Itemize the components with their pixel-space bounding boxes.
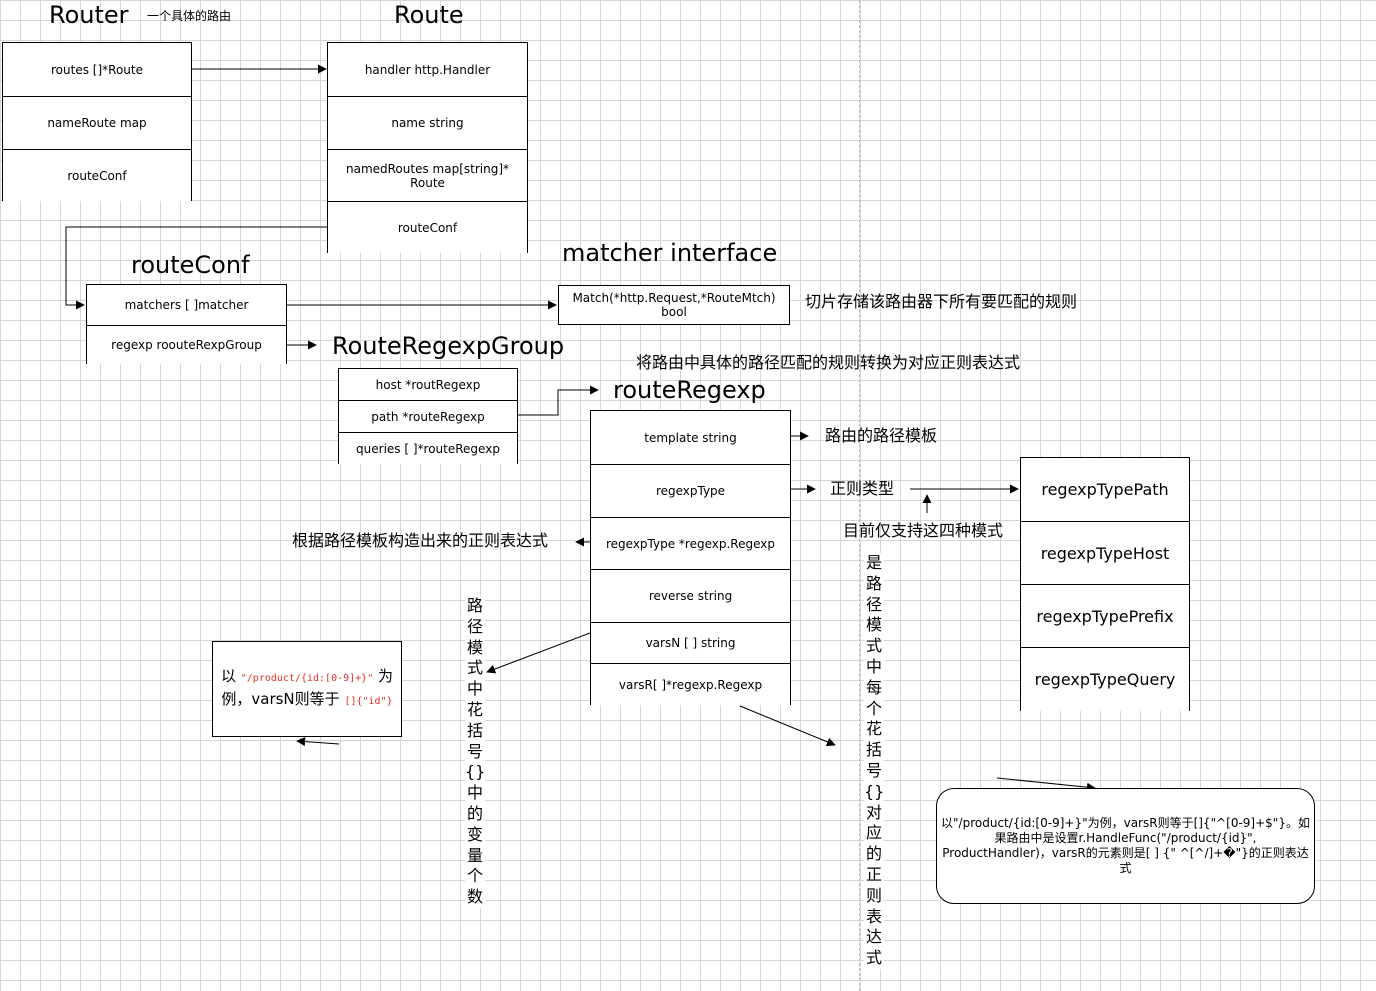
varsR-vertical-note: 是路径模式中每个花括号{}对应的正则表达式 [864,553,885,969]
four-modes-note: 目前仅支持这四种模式 [843,521,1004,540]
varsN-example-middle: 为例，varsN则等于 [221,667,394,708]
arrow-varsR [739,705,836,747]
regexptype-note: 正则类型 [830,479,895,498]
routeconf-field-matchers: matchers [ ]matcher [87,285,286,325]
group-field-path: path *routeRegexp [339,400,517,432]
group-field-host: host *routRegexp [339,369,517,400]
route-field-name: name string [328,96,527,149]
regexp-built-note: 根据路径模板构造出来的正则表达式 [292,531,549,550]
route-field-namedroutes: namedRoutes map[string]* Route [328,149,527,201]
arrow-varsR-example [996,777,1096,792]
routeregexp-field-regexptype: regexpType [591,464,790,517]
vertical-guide-line [859,0,860,991]
router-subtitle: 一个具体的路由 [147,9,232,23]
regexp-type-prefix: regexpTypePrefix [1021,584,1189,647]
varsN-example-code-path: "/product/{id:[0-9]+}" [240,673,374,684]
routeconf-table: matchers [ ]matcher regexp roouteRexpGro… [86,284,287,364]
matcher-note: 切片存储该路由器下所有要匹配的规则 [805,292,1078,311]
varsN-example-box: 以 "/product/{id:[0-9]+}" 为例，varsN则等于 []{… [212,641,402,737]
group-table: host *routRegexp path *routeRegexp queri… [338,368,518,464]
routeregexp-table: template string regexpType regexpType *r… [590,410,791,705]
template-note: 路由的路径模板 [825,426,938,445]
regexp-type-host: regexpTypeHost [1021,521,1189,584]
routeregexp-field-template: template string [591,411,790,464]
routeconf-field-regexp: regexp roouteRexpGroup [87,325,286,364]
varsR-example-text: 以"/product/{id:[0-9]+}"为例，varsR则等于[]{"^[… [941,816,1310,875]
router-field-routes: routes []*Route [3,43,191,96]
varsN-example-prefix: 以 [220,667,236,685]
group-title: RouteRegexpGroup [332,332,565,360]
varsR-example-box: 以"/product/{id:[0-9]+}"为例，varsR则等于[]{"^[… [936,788,1315,904]
arrow-varsN-example [296,737,340,747]
routeregexp-title: routeRegexp [613,376,766,404]
routeconf-title: routeConf [131,251,250,279]
router-table: routes []*Route nameRoute map routeConf [2,42,192,201]
route-field-routeconf: routeConf [328,201,527,253]
routeregexp-field-varsr: varsR[ ]*regexp.Regexp [591,663,790,705]
arrow-path-to-routeregexp [517,385,599,416]
varsN-vertical-note: 路径模式中花括号{}中的变量个数 [465,596,486,908]
routeregexp-field-varsn: varsN [ ] string [591,622,790,663]
arrow-varsN [486,632,591,674]
router-field-nameroute: nameRoute map [3,96,191,149]
regexp-types-table: regexpTypePath regexpTypeHost regexpType… [1020,457,1190,711]
regexp-type-path: regexpTypePath [1021,458,1189,521]
route-field-handler: handler http.Handler [328,43,527,96]
routeregexp-field-reverse: reverse string [591,569,790,622]
group-field-queries: queries [ ]*routeRegexp [339,432,517,464]
matcher-method: Match(*http.Request,*RouteMtch) bool [559,286,789,324]
route-table: handler http.Handler name string namedRo… [327,42,528,253]
varsN-example-code-value: []{"id"} [344,696,393,707]
varsN-example-text: 以 "/product/{id:[0-9]+}" 为例，varsN则等于 []{… [217,666,397,712]
routeregexp-field-regexp: regexpType *regexp.Regexp [591,517,790,569]
route-title: Route [394,1,464,29]
matcher-table: Match(*http.Request,*RouteMtch) bool [558,285,790,325]
regexp-type-query: regexpTypeQuery [1021,647,1189,711]
arrow-route-to-routeconf [65,226,328,310]
router-field-routeconf: routeConf [3,149,191,201]
matcher-title: matcher interface [562,239,778,267]
routeregexp-note: 将路由中具体的路径匹配的规则转换为对应正则表达式 [636,353,1021,372]
router-title: Router [49,1,129,29]
